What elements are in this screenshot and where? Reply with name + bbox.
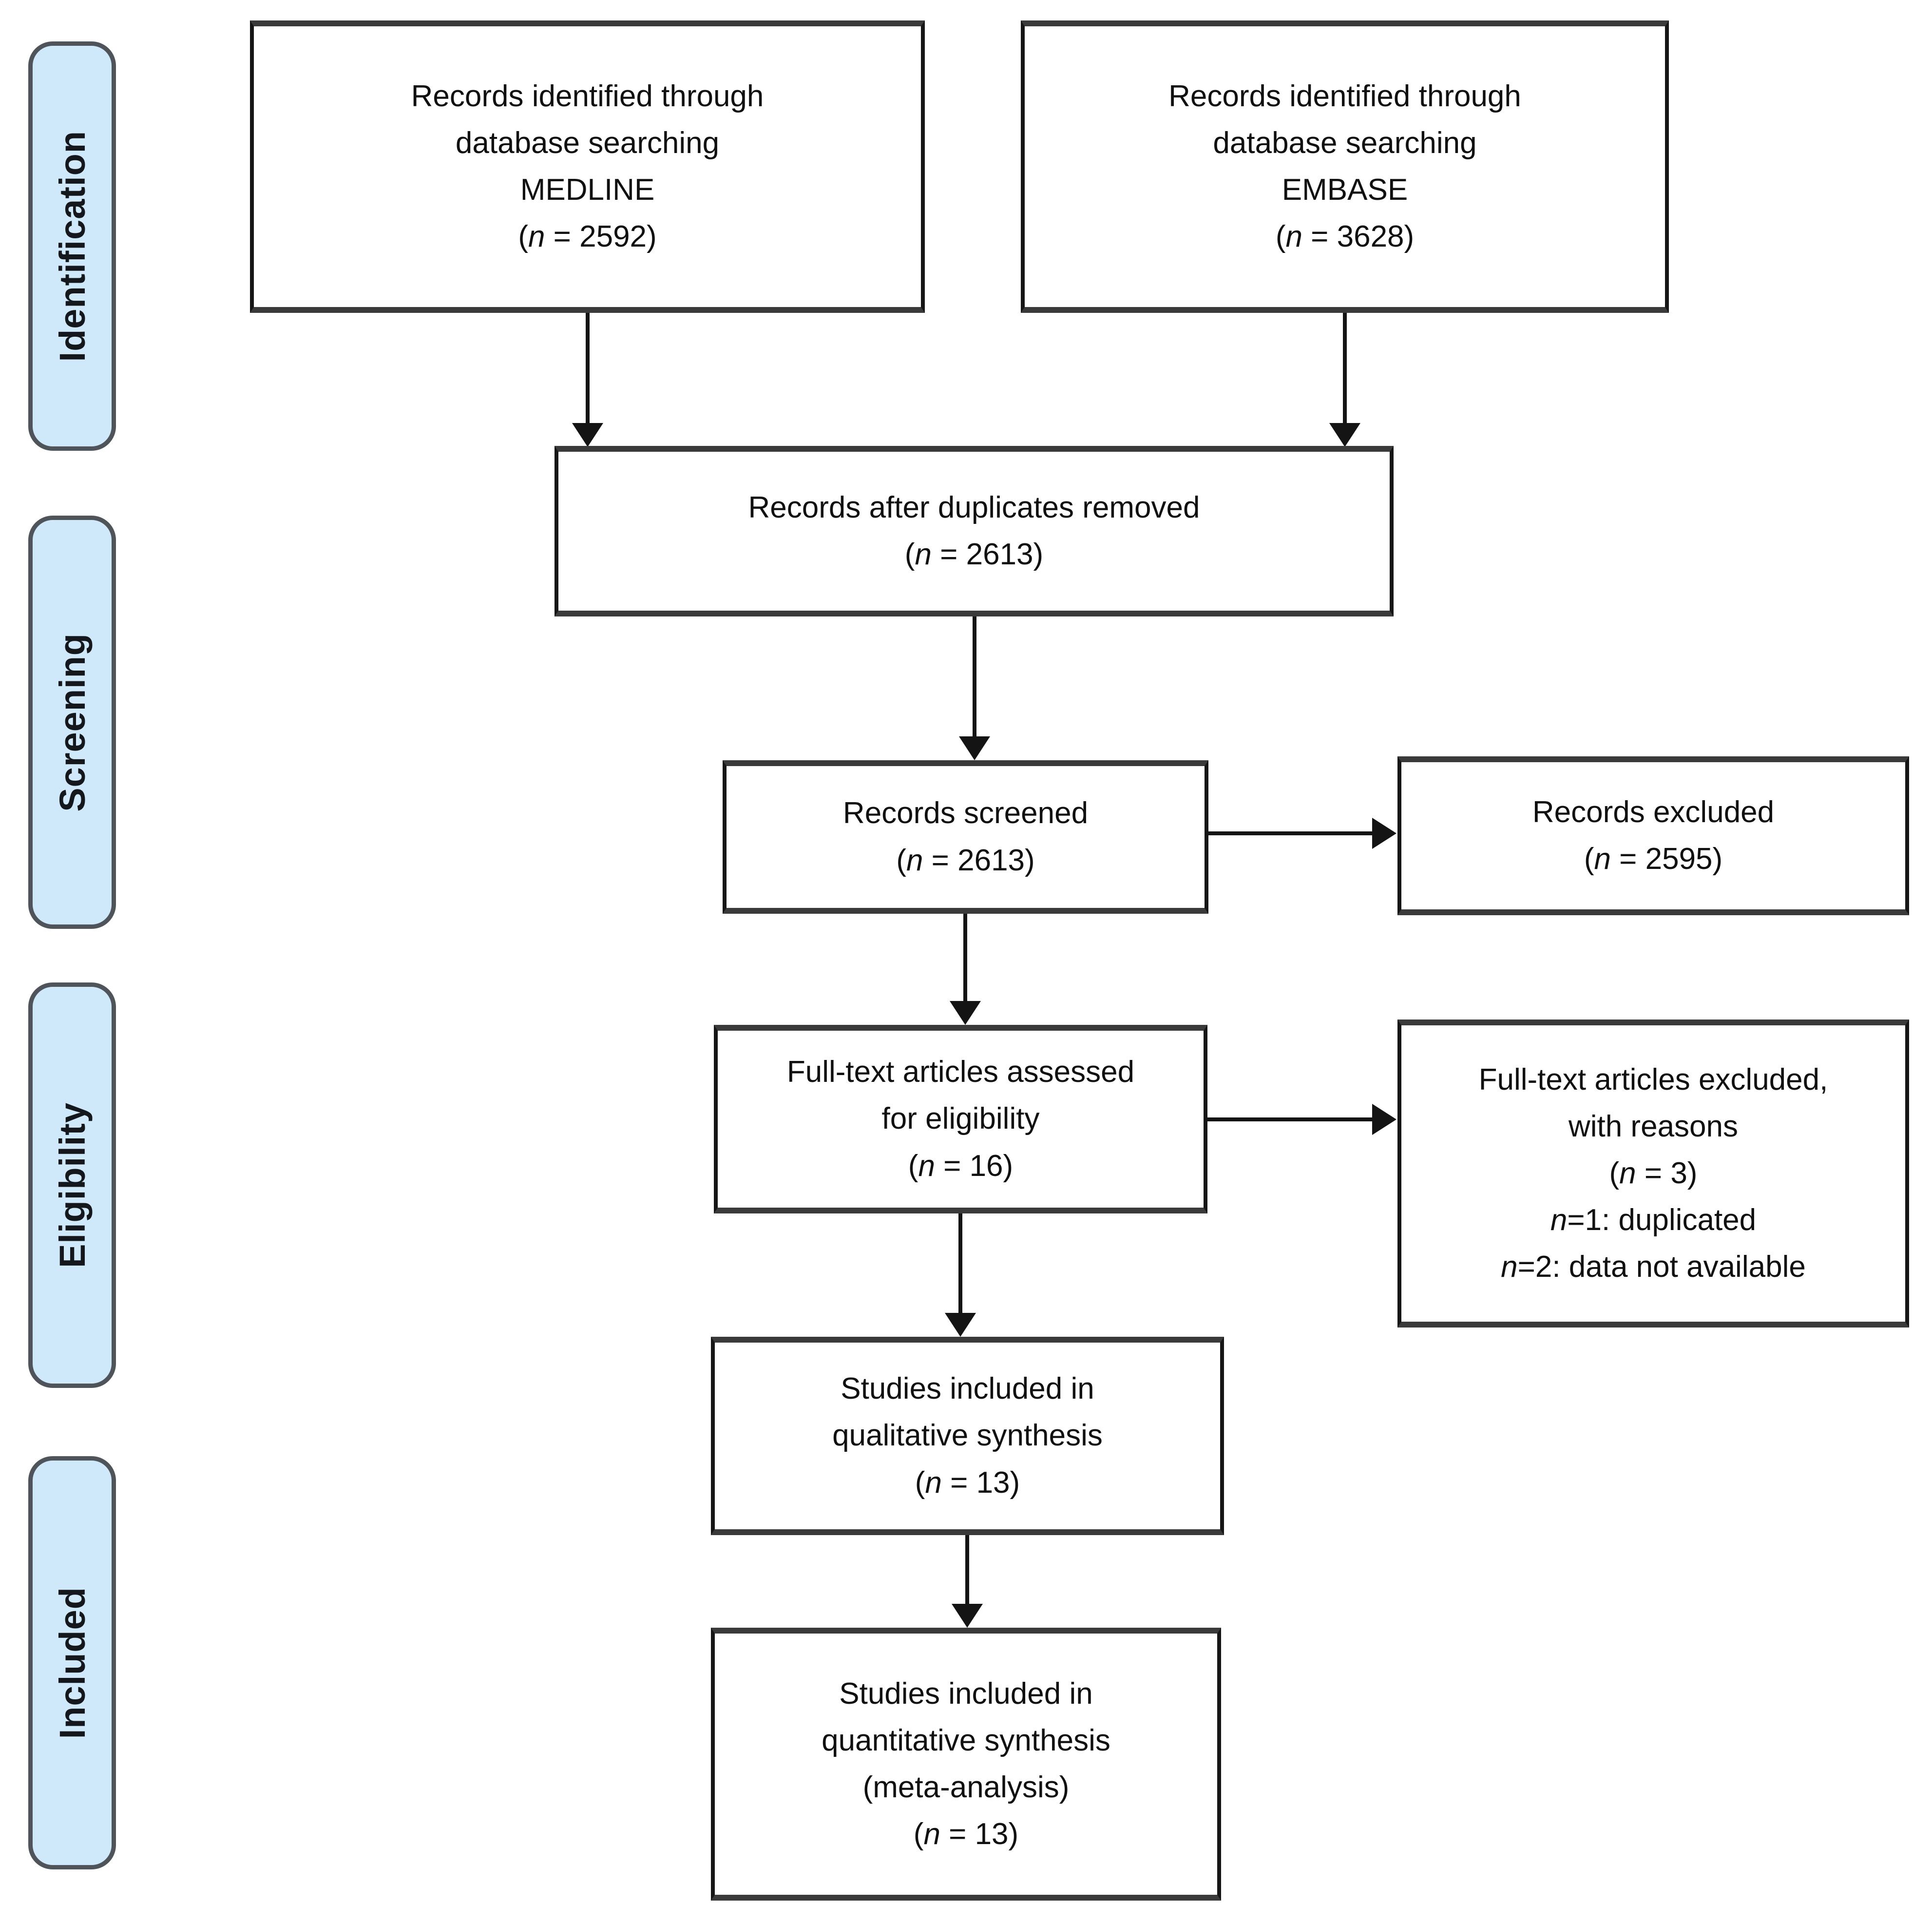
box-text: Full-text articles assessed for eligibili… xyxy=(787,1049,1134,1189)
box-text: Records identified through database searc… xyxy=(1168,73,1521,260)
box-records-identified-embase: Records identified through database searc… xyxy=(1021,20,1669,313)
box-text-line: Records identified through xyxy=(1168,79,1521,113)
box-fulltext-assessed: Full-text articles assessed for eligibili… xyxy=(714,1025,1207,1213)
box-text-line: database searching xyxy=(1213,126,1477,160)
box-quantitative-synthesis: Studies included in quantitative synthesi… xyxy=(711,1628,1221,1901)
box-text: Full-text articles excluded, with reasons… xyxy=(1479,1057,1828,1290)
arrow-fulltext-to-qualitative xyxy=(945,1213,976,1337)
box-text-line: Records identified through xyxy=(411,79,764,113)
box-records-after-duplicates-removed: Records after duplicates removed (n = 261… xyxy=(555,446,1394,616)
stage-identification: Identification xyxy=(28,41,116,451)
arrow-duplicates-to-screened xyxy=(959,616,990,760)
box-text-line: Records excluded xyxy=(1532,795,1775,829)
box-text-line: (n = 16) xyxy=(908,1149,1014,1183)
box-text-line: for eligibility xyxy=(881,1102,1040,1136)
stage-included: Included xyxy=(28,1456,116,1869)
arrow-qualitative-to-quantitative xyxy=(952,1535,983,1628)
arrow-screened-to-fulltext xyxy=(950,914,981,1025)
box-records-identified-medline: Records identified through database searc… xyxy=(250,20,925,313)
box-text-line: n=2: data not available xyxy=(1501,1250,1806,1284)
box-fulltext-excluded-with-reasons: Full-text articles excluded, with reasons… xyxy=(1397,1020,1909,1328)
box-text-line: Records after duplicates removed xyxy=(748,490,1200,524)
arrow-embase-to-duplicates xyxy=(1329,313,1360,447)
box-text: Studies included in qualitative synthesis… xyxy=(832,1366,1103,1506)
stage-label: Identification xyxy=(52,130,93,362)
arrow-medline-to-duplicates xyxy=(572,313,603,447)
box-text-line: qualitative synthesis xyxy=(832,1419,1103,1453)
box-text-line: (meta-analysis) xyxy=(862,1770,1070,1804)
box-text-line: Studies included in xyxy=(839,1676,1093,1711)
box-text-line: database searching xyxy=(455,126,720,160)
box-records-excluded: Records excluded (n = 2595) xyxy=(1397,756,1909,915)
box-text-line: EMBASE xyxy=(1282,173,1408,207)
box-text-line: n=1: duplicated xyxy=(1550,1203,1757,1237)
box-text: Records after duplicates removed (n = 261… xyxy=(748,484,1200,578)
box-text-line: (n = 13) xyxy=(915,1465,1020,1500)
box-text: Records identified through database searc… xyxy=(411,73,764,260)
box-text-line: Full-text articles excluded, xyxy=(1478,1062,1828,1097)
stage-screening: Screening xyxy=(28,516,116,929)
box-text-line: (n = 2613) xyxy=(896,843,1035,877)
stage-label: Screening xyxy=(52,633,93,812)
box-text-line: MEDLINE xyxy=(520,173,655,207)
box-text-line: (n = 2595) xyxy=(1584,842,1723,876)
box-text-line: (n = 3628) xyxy=(1275,220,1415,254)
stage-label: Eligibility xyxy=(52,1102,93,1268)
box-text-line: quantitative synthesis xyxy=(822,1723,1110,1757)
box-text-line: (n = 13) xyxy=(913,1817,1019,1851)
box-records-screened: Records screened (n = 2613) xyxy=(723,760,1208,914)
stage-eligibility: Eligibility xyxy=(28,982,116,1388)
arrow-screened-to-excluded xyxy=(1208,818,1396,849)
box-text: Records excluded (n = 2595) xyxy=(1532,789,1774,883)
box-text-line: with reasons xyxy=(1568,1109,1739,1143)
box-text-line: (n = 2613) xyxy=(904,538,1044,571)
arrow-fulltext-to-excluded-reasons xyxy=(1207,1104,1396,1135)
box-text: Studies included in quantitative synthesi… xyxy=(822,1671,1110,1858)
box-qualitative-synthesis: Studies included in qualitative synthesis… xyxy=(711,1337,1224,1535)
box-text-line: (n = 2592) xyxy=(518,220,657,254)
box-text-line: Full-text articles assessed xyxy=(786,1055,1135,1089)
box-text: Records screened (n = 2613) xyxy=(843,790,1088,884)
box-text-line: (n = 3) xyxy=(1609,1156,1698,1190)
box-text-line: Records screened xyxy=(842,796,1089,830)
box-text-line: Studies included in xyxy=(841,1372,1094,1406)
stage-label: Included xyxy=(52,1586,93,1739)
